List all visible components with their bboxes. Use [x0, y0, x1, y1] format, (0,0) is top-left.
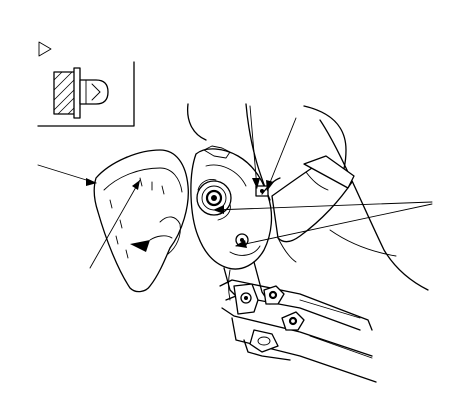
rail-clip [263, 285, 285, 305]
detail-marker-triangle-icon [38, 41, 52, 57]
webbing-strap [271, 161, 353, 243]
seat-rail-frame [219, 269, 377, 383]
inset-frame [37, 61, 135, 127]
seat-belt-webbing [261, 155, 355, 263]
leader-spool [213, 201, 433, 211]
detail-inset [37, 41, 135, 127]
leader-lower-bolt [235, 203, 433, 247]
inset-clip-detail [53, 67, 109, 119]
belt-guide-cover [93, 149, 189, 293]
belt-guide [303, 155, 355, 189]
leader-upper-tab [266, 117, 297, 191]
leader-upper-bolt [249, 105, 258, 189]
rail-bolt-rear [288, 316, 298, 326]
inset-panel-hatched [53, 71, 77, 115]
inset-clip [79, 79, 109, 105]
cover-body [93, 149, 189, 293]
cover-tab [130, 240, 150, 252]
leader-cover-tab [89, 179, 141, 269]
inset-bracket [73, 67, 81, 119]
leader-lines [37, 105, 433, 269]
